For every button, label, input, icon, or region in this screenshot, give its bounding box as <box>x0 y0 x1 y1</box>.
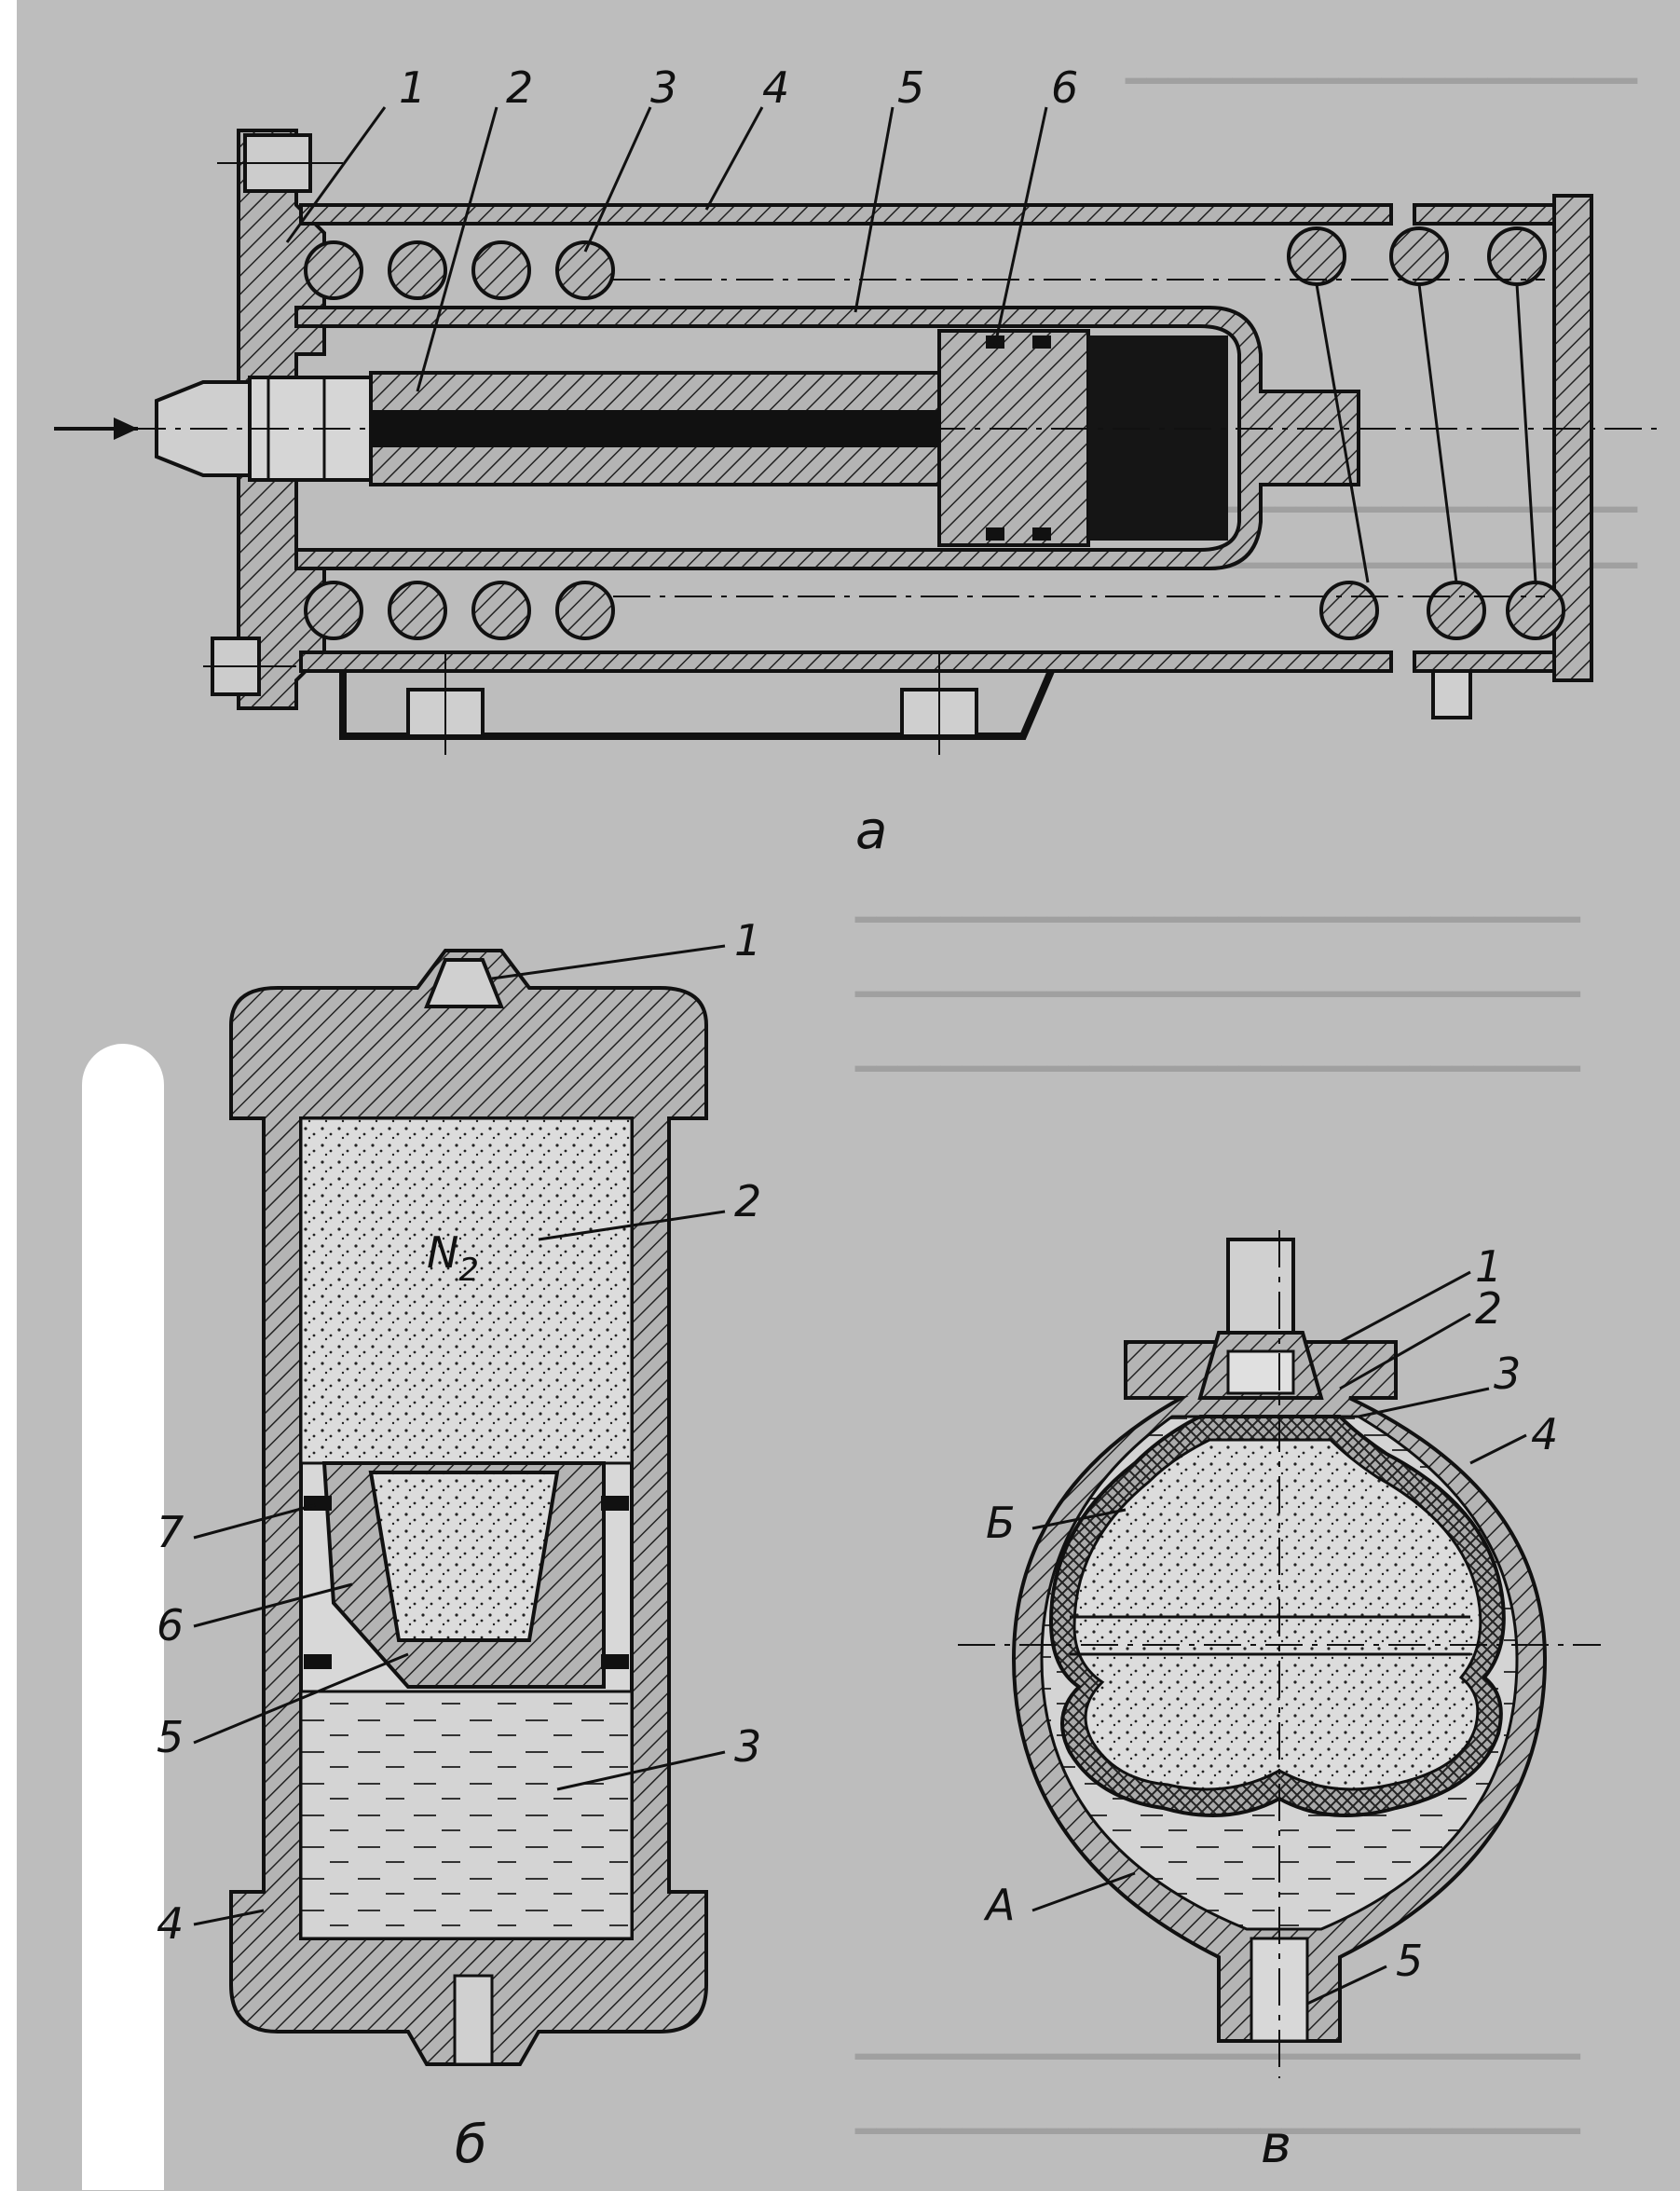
label-b-6: 6 <box>157 1600 184 1650</box>
outer-casing-top <box>299 203 1393 226</box>
label-a-1: 1 <box>399 62 426 113</box>
label-b-4: 4 <box>157 1898 184 1949</box>
port-b <box>453 1974 494 2066</box>
svg-text:━━━━━━━━━━━━━━━━━━━━━━━━━━━━━━: ━━━━━━━━━━━━━━━━━━━━━━━━━━━━━━━━━━ <box>854 1048 1581 1089</box>
label-a-4: 4 <box>762 62 789 113</box>
label-v-2: 2 <box>1475 1283 1502 1334</box>
caption-v: в <box>1261 2115 1291 2175</box>
inner-cylinder <box>294 306 1360 570</box>
label-a-6: 6 <box>1051 62 1078 113</box>
spring-coils <box>304 226 1565 640</box>
figure-a-spring-accumulator: 1 2 3 4 5 6 а <box>54 62 1657 861</box>
outer-casing-bottom-right <box>1413 650 1575 673</box>
end-cap-a <box>1552 194 1593 682</box>
svg-text:━━━━━━━━━━━━━━━━━━━━━━━━━━━━━━: ━━━━━━━━━━━━━━━━━━━━━━━━━━━━━━━━━━ <box>854 2036 1581 2077</box>
label-b-3: 3 <box>734 1721 761 1772</box>
caption-b: б <box>455 2115 487 2175</box>
label-a-2: 2 <box>506 62 533 113</box>
outer-casing-top-right <box>1413 203 1575 226</box>
svg-text:━━━━━━━━━━━━━━━━━━━━━━━━━━━━━━: ━━━━━━━━━━━━━━━━━━━━━━━━━━━━━━━━━━ <box>854 2111 1581 2152</box>
gas-label: N2 <box>427 1227 479 1289</box>
label-a-5: 5 <box>897 62 924 113</box>
svg-text:━━━━━━━━━━━━━━━━━━━━━━━━━━━━━━: ━━━━━━━━━━━━━━━━━━━━━━━━━━━━━━━━━━ <box>854 974 1581 1015</box>
mounting-bracket <box>339 669 1055 740</box>
valve-v <box>1226 1238 1295 1335</box>
label-b-2: 2 <box>734 1176 761 1226</box>
accumulator-drawings: ━━━━━━━━━━━━━━━━━━━━━━━━ ━━━━━━━━━━━━━━━… <box>54 61 1657 2175</box>
scan-white-streak <box>82 1044 164 2190</box>
gas-symbol: N <box>427 1227 458 1278</box>
scanned-page: ━━━━━━━━━━━━━━━━━━━━━━━━ ━━━━━━━━━━━━━━━… <box>17 0 1680 2191</box>
gas-chamber <box>299 1116 634 1465</box>
seal-bottom-right <box>601 1654 629 1669</box>
label-v-B: Б <box>986 1498 1016 1548</box>
figure-v-bladder-accumulator: 1 2 3 4 5 Б А в <box>958 1230 1601 2175</box>
gas-bladder <box>1072 1438 1482 1791</box>
label-b-5: 5 <box>157 1712 184 1762</box>
liquid-b <box>299 1690 634 1940</box>
label-b-1: 1 <box>734 915 761 965</box>
label-b-7: 7 <box>157 1507 184 1557</box>
gas-subscript: 2 <box>458 1252 479 1289</box>
seal-top-left <box>304 1496 332 1511</box>
label-v-A: А <box>983 1880 1015 1930</box>
piston-dark-core <box>1088 335 1228 541</box>
label-a-3: 3 <box>650 62 677 113</box>
valve-b <box>424 958 504 1008</box>
figure-b-piston-accumulator: 1 2 3 4 5 6 7 N2 б <box>157 915 761 2175</box>
seal-bottom-left <box>304 1654 332 1669</box>
svg-text:━━━━━━━━━━━━━━━━━━━━━━━━: ━━━━━━━━━━━━━━━━━━━━━━━━ <box>1125 61 1638 102</box>
outer-casing-bottom <box>299 650 1393 673</box>
svg-text:━━━━━━━━━━━━━━━━━━━━━━━━━━━━━━: ━━━━━━━━━━━━━━━━━━━━━━━━━━━━━━━━━━ <box>854 899 1581 940</box>
seal-top-right <box>601 1496 629 1511</box>
piston-cup <box>368 1471 560 1642</box>
label-v-1: 1 <box>1475 1241 1502 1292</box>
caption-a: а <box>855 801 887 861</box>
label-v-3: 3 <box>1494 1349 1521 1399</box>
label-v-5: 5 <box>1396 1936 1423 1986</box>
piston-6 <box>937 329 1090 547</box>
label-v-4: 4 <box>1531 1409 1558 1459</box>
